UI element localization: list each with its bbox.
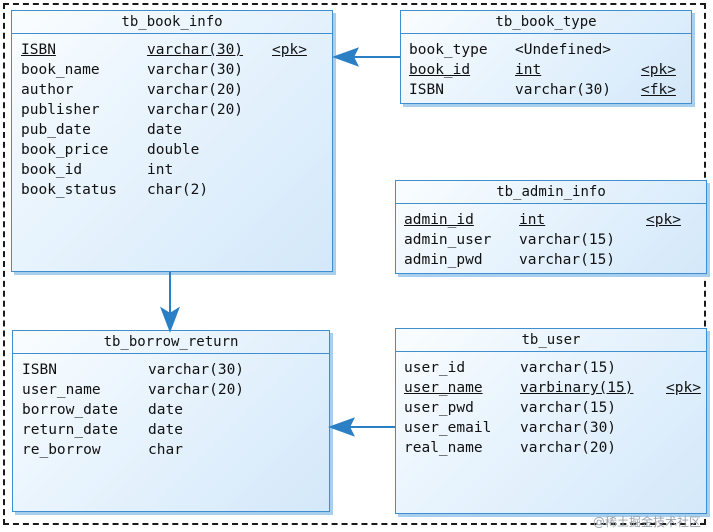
column-row: book_id int: [12, 160, 332, 180]
arrowhead-left: [332, 47, 360, 67]
column-row: re_borrow char: [13, 440, 329, 460]
column-row: book_name varchar(30): [12, 60, 332, 80]
entity-title: tb_book_info: [12, 11, 332, 34]
column-name: book_type: [409, 42, 488, 58]
column-name: borrow_date: [22, 402, 119, 418]
column-row: admin_user varchar(15): [396, 230, 706, 250]
column-type: varchar(20): [147, 82, 244, 98]
column-type: varchar(15): [519, 232, 616, 248]
column-name: user_pwd: [404, 400, 474, 416]
column-name: user_id: [404, 360, 466, 376]
column-name: pub_date: [21, 122, 91, 138]
column-name: author: [21, 82, 74, 98]
column-type: varchar(20): [520, 440, 617, 456]
column-key: <pk>: [666, 380, 701, 396]
column-name: book_id: [409, 62, 471, 78]
entity-tb-book-type[interactable]: tb_book_type book_type <Undefined> book_id…: [400, 10, 692, 104]
column-type: char(2): [147, 182, 209, 198]
column-name: ISBN: [22, 362, 57, 378]
column-type: varchar(30): [147, 42, 244, 58]
column-type: date: [148, 402, 183, 418]
column-row: borrow_date date: [13, 400, 329, 420]
entity-title: tb_user: [396, 329, 706, 352]
column-name: ISBN: [409, 82, 444, 98]
column-type: varchar(30): [147, 62, 244, 78]
entity-columns: ISBN varchar(30) <pk> book_name varchar(30) a…: [12, 34, 332, 200]
column-name: user_email: [404, 420, 492, 436]
watermark: @稀土掘金技术社区: [592, 515, 701, 529]
column-row: author varchar(20): [12, 80, 332, 100]
arrowhead-left: [328, 417, 356, 437]
column-key: <fk>: [641, 82, 676, 98]
column-key: <pk>: [646, 212, 681, 228]
column-type: varbinary(15): [520, 380, 634, 396]
column-row: book_status char(2): [12, 180, 332, 200]
column-row: ISBN varchar(30) <fk>: [401, 80, 691, 100]
column-type: <Undefined>: [515, 42, 612, 58]
entity-tb-book-info[interactable]: tb_book_info ISBN varchar(30) <pk> book_nam…: [11, 10, 333, 272]
column-name: admin_pwd: [404, 252, 483, 268]
column-type: varchar(30): [520, 420, 617, 436]
column-name: return_date: [22, 422, 119, 438]
entity-columns: book_type <Undefined> book_id int <pk> ISBN va…: [401, 34, 691, 100]
column-type: varchar(20): [148, 382, 245, 398]
column-row: user_name varchar(20): [13, 380, 329, 400]
column-name: book_status: [21, 182, 118, 198]
column-type: double: [147, 142, 200, 158]
column-type: varchar(30): [515, 82, 612, 98]
column-row: return_date date: [13, 420, 329, 440]
column-type: varchar(20): [147, 102, 244, 118]
column-name: re_borrow: [22, 442, 101, 458]
entity-columns: ISBN varchar(30) user_name varchar(20) borro…: [13, 354, 329, 460]
column-row: book_type <Undefined>: [401, 40, 691, 60]
entity-columns: user_id varchar(15) user_name varbinary(15)…: [396, 352, 706, 458]
column-key: <pk>: [272, 42, 307, 58]
column-row: pub_date date: [12, 120, 332, 140]
column-name: publisher: [21, 102, 100, 118]
entity-tb-borrow-return[interactable]: tb_borrow_return ISBN varchar(30) user_nam…: [12, 330, 330, 512]
entity-title: tb_admin_info: [396, 181, 706, 204]
column-name: real_name: [404, 440, 483, 456]
column-name: user_name: [404, 380, 483, 396]
column-type: int: [515, 62, 542, 78]
column-row: ISBN varchar(30): [13, 360, 329, 380]
column-type: char: [148, 442, 183, 458]
column-row: ISBN varchar(30) <pk>: [12, 40, 332, 60]
entity-tb-user[interactable]: tb_user user_id varchar(15) user_name varbi…: [395, 328, 707, 514]
entity-title: tb_borrow_return: [13, 331, 329, 354]
column-name: ISBN: [21, 42, 56, 58]
column-type: int: [147, 162, 174, 178]
column-row: book_price double: [12, 140, 332, 160]
column-row: admin_id int <pk>: [396, 210, 706, 230]
column-name: book_id: [21, 162, 83, 178]
column-row: user_id varchar(15): [396, 358, 706, 378]
column-type: varchar(15): [520, 360, 617, 376]
column-row: user_pwd varchar(15): [396, 398, 706, 418]
column-key: <pk>: [641, 62, 676, 78]
entity-title: tb_book_type: [401, 11, 691, 34]
column-row: real_name varchar(20): [396, 438, 706, 458]
column-type: date: [148, 422, 183, 438]
column-name: admin_user: [404, 232, 492, 248]
column-name: user_name: [22, 382, 101, 398]
column-type: varchar(30): [148, 362, 245, 378]
column-name: book_name: [21, 62, 100, 78]
column-type: varchar(15): [519, 252, 616, 268]
column-type: date: [147, 122, 182, 138]
column-row: book_id int <pk>: [401, 60, 691, 80]
column-row: user_email varchar(30): [396, 418, 706, 438]
column-name: admin_id: [404, 212, 474, 228]
column-row: publisher varchar(20): [12, 100, 332, 120]
column-row: user_name varbinary(15) <pk>: [396, 378, 706, 398]
column-type: int: [519, 212, 546, 228]
column-name: book_price: [21, 142, 109, 158]
arrowhead-down: [160, 306, 180, 333]
column-type: varchar(15): [520, 400, 617, 416]
column-row: admin_pwd varchar(15): [396, 250, 706, 270]
